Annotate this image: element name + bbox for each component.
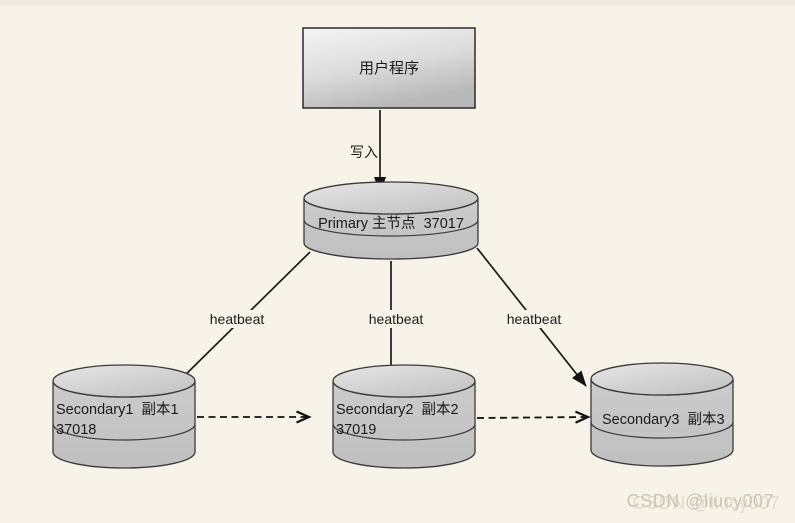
watermark-text: CSDN @liucy007	[627, 491, 774, 511]
secondary2-cylinder-seam	[332, 423, 476, 441]
secondary1-cylinder-top	[52, 364, 196, 398]
heartbeat-label-3-bg	[502, 310, 566, 328]
secondary1-node: Secondary1 副本1 37018	[52, 364, 196, 469]
client-box-label: 用户程序	[359, 60, 419, 77]
heartbeat-labels: heatbeat heatbeat heatbeat	[205, 310, 566, 328]
replication-arrow-2	[476, 410, 591, 424]
secondary3-cylinder-top	[590, 362, 734, 396]
top-edge-band	[0, 0, 795, 6]
secondary1-cylinder-seam	[52, 423, 196, 441]
replication-arrows	[197, 410, 591, 424]
secondary2-node: Secondary2 副本2 37019	[332, 364, 476, 469]
secondary2-cylinder-top	[332, 364, 476, 398]
heartbeat-label-1-bg	[205, 310, 269, 328]
watermark: CSDN @liucy007 CSDN @liucy007	[627, 491, 780, 513]
primary-label: Primary 主节点 37017	[318, 215, 464, 232]
secondary1-label: Secondary1 副本1	[56, 401, 179, 418]
secondary2-port: 37019	[336, 422, 376, 438]
heartbeat-label-3: heatbeat	[507, 311, 562, 327]
client-box-shape	[302, 27, 476, 109]
primary-cylinder-top	[303, 181, 479, 215]
secondary3-node: Secondary3 副本3	[590, 362, 734, 467]
heartbeat-label-1: heatbeat	[210, 311, 265, 327]
heartbeat-label-2: heatbeat	[369, 311, 424, 327]
watermark-ghost-text: CSDN @liucy007	[633, 493, 780, 513]
secondary3-cylinder-seam	[590, 421, 734, 439]
primary-node: Primary 主节点 37017	[303, 181, 479, 260]
primary-cylinder-seam	[303, 219, 479, 237]
secondary2-label: Secondary2 副本2	[336, 401, 459, 418]
secondary3-label: Secondary3 副本3	[602, 411, 725, 428]
write-arrow: 写入	[350, 110, 386, 193]
heartbeat-label-2-bg	[364, 310, 428, 328]
secondary1-port: 37018	[56, 422, 96, 438]
write-label: 写入	[350, 144, 378, 160]
client-box: 用户程序	[302, 27, 476, 109]
